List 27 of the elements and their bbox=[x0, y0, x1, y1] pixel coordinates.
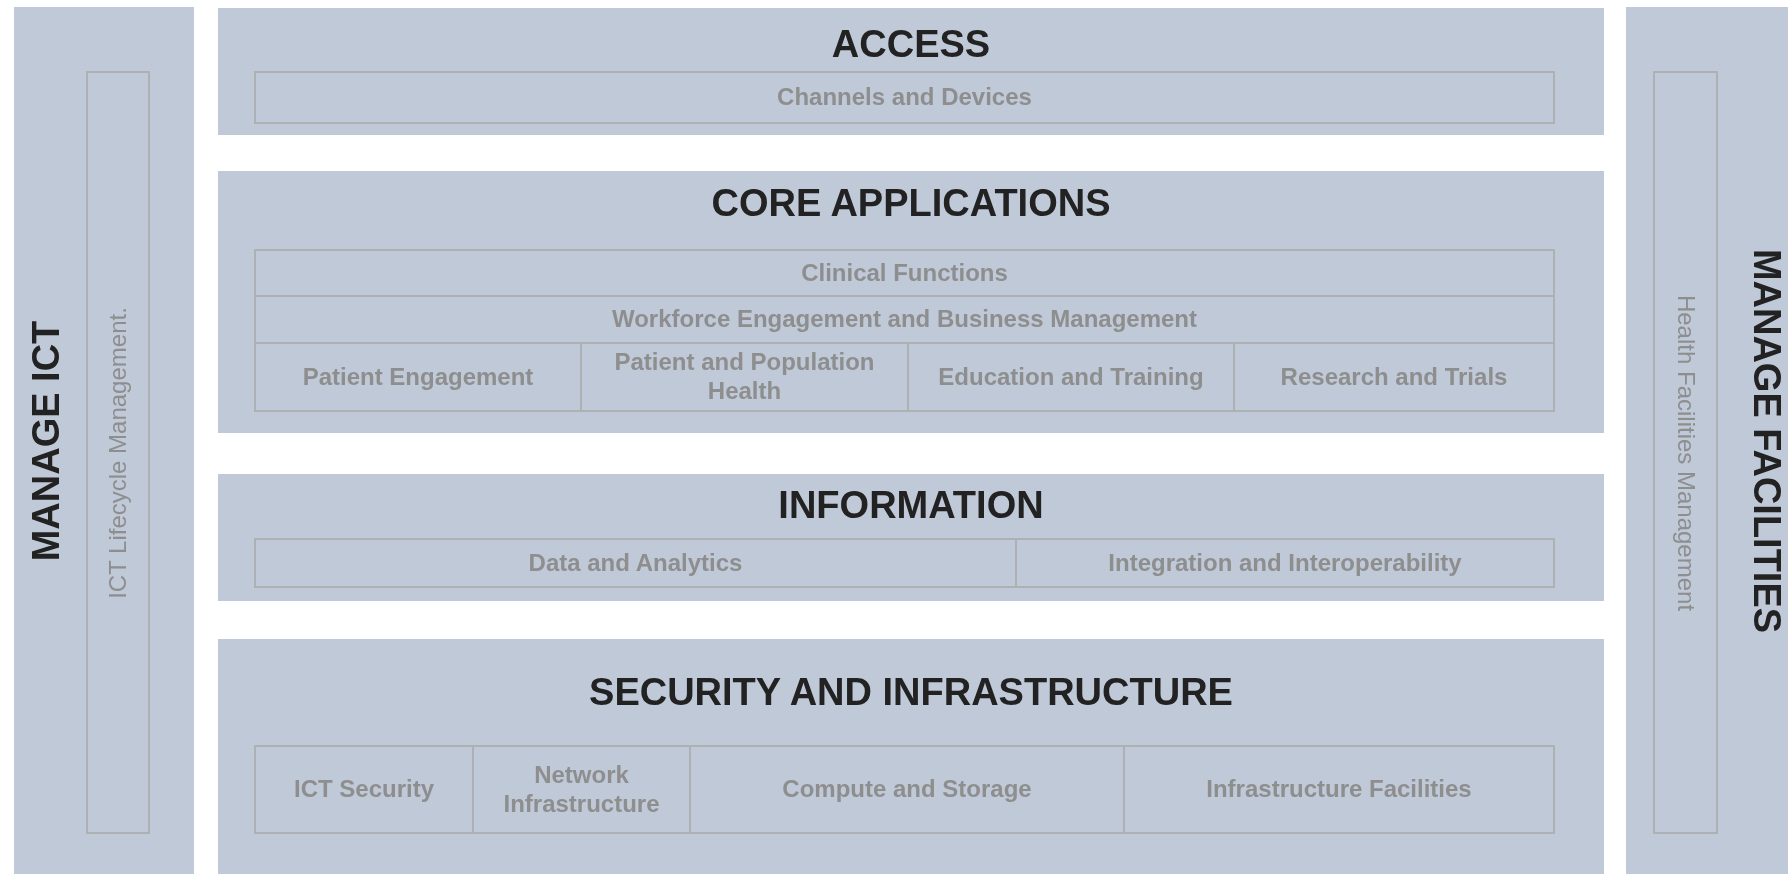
component-box: Channels and Devices bbox=[254, 71, 1555, 124]
component-box: ICT Security bbox=[254, 745, 474, 834]
component-box: Workforce Engagement and Business Management bbox=[254, 295, 1555, 344]
component-box bbox=[86, 71, 150, 834]
section-title: CORE APPLICATIONS bbox=[711, 184, 1111, 222]
component-label: ICT Lifecycle Management. bbox=[106, 306, 130, 599]
section-title: ACCESS bbox=[831, 25, 991, 63]
section-panel bbox=[1626, 7, 1788, 874]
component-box: Clinical Functions bbox=[254, 249, 1555, 297]
section-panel bbox=[218, 8, 1604, 135]
section-panel bbox=[218, 171, 1604, 433]
section-title: SECURITY AND INFRASTRUCTURE bbox=[589, 673, 1233, 711]
component-box: Infrastructure Facilities bbox=[1123, 745, 1555, 834]
component-box: Research and Trials bbox=[1233, 342, 1555, 412]
component-label: Health Facilities Management bbox=[1673, 294, 1698, 611]
component-box: Patient Engagement bbox=[254, 342, 582, 412]
section-title: MANAGE ICT bbox=[27, 320, 65, 561]
section-title: INFORMATION bbox=[778, 486, 1044, 524]
section-panel bbox=[14, 7, 194, 874]
component-box: Network Infrastructure bbox=[472, 745, 691, 834]
section-panel bbox=[218, 639, 1604, 874]
component-box: Data and Analytics bbox=[254, 538, 1017, 588]
component-box: Compute and Storage bbox=[689, 745, 1125, 834]
section-title: MANAGE FACILITIES bbox=[1748, 248, 1786, 633]
component-box: Integration and Interoperability bbox=[1015, 538, 1555, 588]
section-panel bbox=[218, 474, 1604, 601]
component-box bbox=[1653, 71, 1718, 834]
